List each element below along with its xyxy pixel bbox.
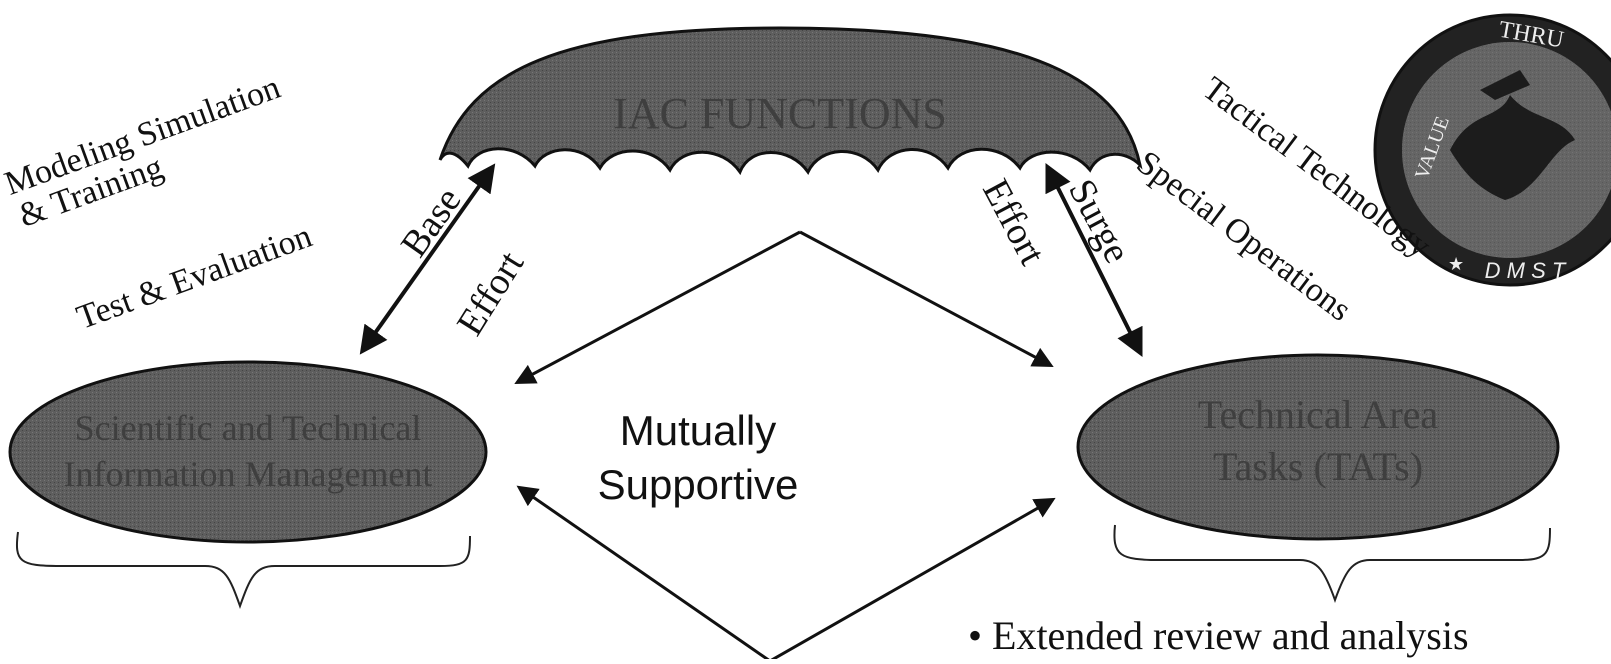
diamond-arrow-upper-left (514, 230, 801, 384)
diamond-arrow-lower-right (769, 497, 1056, 663)
stim-oval-line2: Information Management (64, 454, 433, 494)
bullet-extended-review: • Extended review and analysis (968, 613, 1469, 658)
stim-oval (8, 360, 488, 544)
mutually-text: Mutually (619, 407, 777, 454)
iac-functions-title: IAC FUNCTIONS (613, 89, 947, 138)
tats-oval (1076, 353, 1560, 541)
diamond-arrow-lower-left (516, 485, 771, 663)
stim-oval-line1: Scientific and Technical (75, 408, 422, 448)
mutually-supportive-label: Mutually Supportive (578, 404, 818, 512)
supportive-text: Supportive (597, 461, 799, 508)
dmsto-seal: THRU VALUE D M S T ★ (1373, 13, 1611, 287)
base-effort-arrow (359, 163, 496, 355)
tats-oval-line2: Tasks (TATs) (1213, 444, 1423, 489)
left-brace (16, 531, 471, 609)
seal-star-icon: ★ (1448, 254, 1464, 274)
right-brace (1113, 524, 1551, 603)
tats-oval-line1: Technical Area (1198, 392, 1439, 437)
surge-effort-arrow (1045, 162, 1143, 358)
iac-functions-canopy (438, 26, 1143, 176)
seal-bottom-text: D M S T (1485, 258, 1567, 283)
diamond-arrow-upper-right (799, 230, 1054, 367)
